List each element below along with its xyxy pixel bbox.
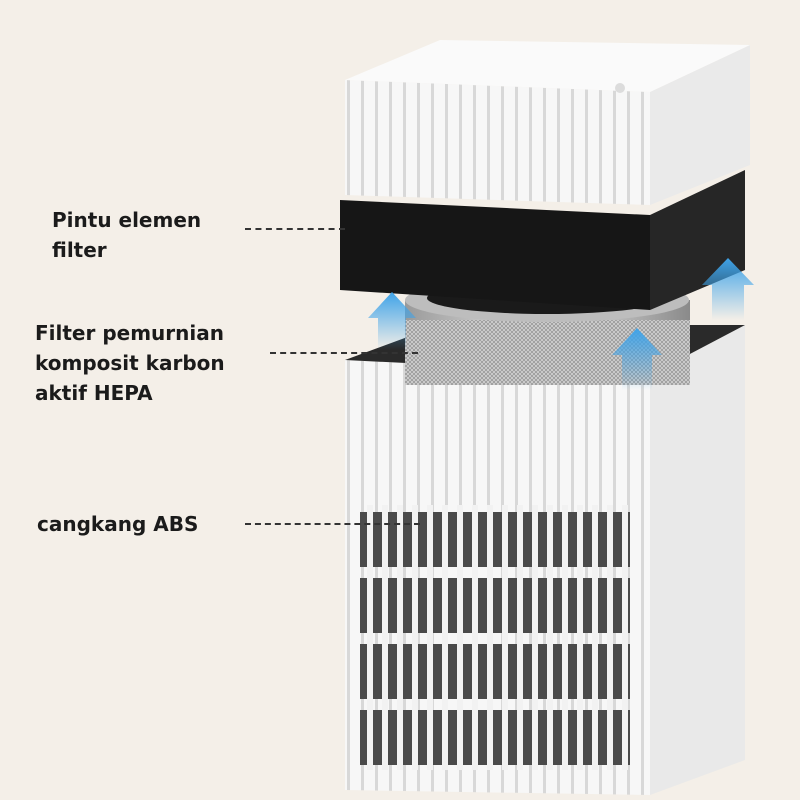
filter-door: [340, 40, 750, 310]
shell-leader-line: [245, 523, 420, 525]
filter-door-leader-line: [245, 228, 345, 230]
label-line: cangkang ABS: [37, 512, 199, 536]
filter-door-label: Pintu elemen filter: [52, 205, 201, 265]
airflow-arrows: [368, 258, 754, 390]
label-line: filter: [52, 238, 107, 262]
label-line: aktif HEPA: [35, 381, 153, 405]
label-line: Pintu elemen: [52, 208, 202, 232]
shell-label: cangkang ABS: [37, 509, 198, 539]
hepa-filter-label: Filter pemurnian komposit karbon aktif H…: [35, 318, 225, 408]
hepa-filter-leader-line: [270, 352, 418, 354]
label-line: Filter pemurnian: [35, 321, 224, 345]
abs-shell: [345, 325, 745, 795]
label-line: komposit karbon: [35, 351, 225, 375]
